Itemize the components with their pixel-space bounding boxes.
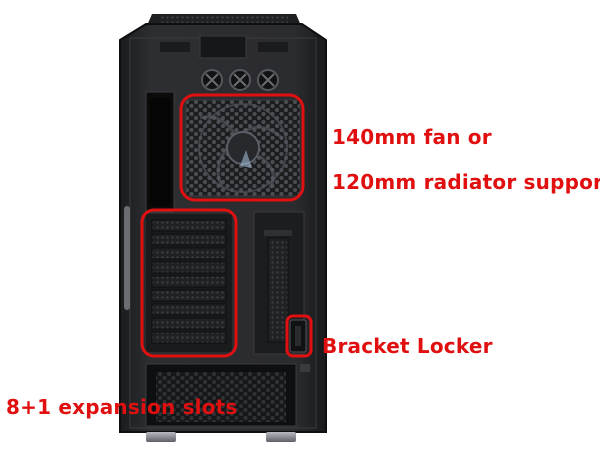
- fan-highlight: [179, 93, 305, 202]
- bracket-locker: [289, 319, 307, 353]
- expansion-slots-callout: 8+1 expansion slots: [6, 395, 238, 419]
- slot-8: [151, 317, 227, 330]
- bracket-locker-highlight: [285, 314, 313, 358]
- cooling-grommets: [201, 69, 279, 91]
- psu-bay: [145, 363, 310, 427]
- slot-7: [151, 303, 227, 316]
- slot-3: [151, 247, 227, 260]
- slot-4: [151, 261, 227, 274]
- slot-6: [151, 289, 227, 302]
- slots-highlight: [140, 208, 238, 358]
- io-shield-opening: [145, 91, 175, 213]
- fan-callout-line1: 140mm fan or: [332, 125, 492, 149]
- slot-2: [151, 233, 227, 246]
- fan-callout-line2: 120mm radiator support: [332, 170, 600, 194]
- callout-outlines: [140, 93, 313, 358]
- slot-5: [151, 275, 227, 288]
- expansion-slot-covers: [146, 214, 232, 352]
- slot-9: [151, 331, 227, 344]
- exhaust-fan: [185, 99, 301, 197]
- side-rail: [124, 206, 130, 310]
- case-feet: [146, 432, 296, 442]
- slot-1: [151, 219, 227, 232]
- bracket-locker-callout: Bracket Locker: [322, 334, 493, 358]
